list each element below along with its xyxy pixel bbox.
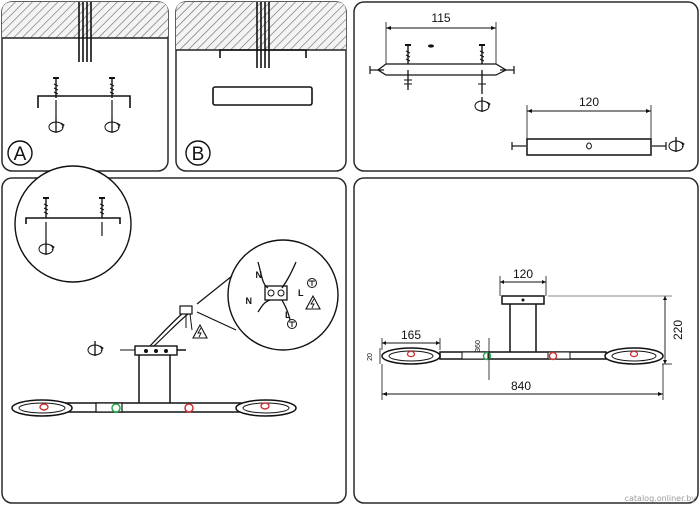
panel-b-badge: [185, 140, 211, 166]
wire-n-label: N: [246, 296, 253, 306]
watermark: catalog.onliner.by: [624, 494, 696, 503]
panel-a: A: [1, 1, 169, 172]
mounting-bracket: [25, 217, 121, 224]
panel-a-label: A: [14, 144, 27, 165]
panel-mount-border: [353, 1, 699, 172]
canopy: [212, 86, 313, 106]
light-ring-left: [11, 399, 73, 417]
mounting-bracket: [37, 95, 131, 108]
canopy: [526, 138, 652, 156]
side-screw-icon: [511, 142, 667, 150]
ground-icon: [287, 319, 297, 329]
dim-ring-gap: 360: [475, 340, 482, 352]
panel-b-label: B: [192, 144, 205, 165]
terminal-block: [179, 305, 193, 315]
panel-dimensions: 120 165 360 20 220: [353, 177, 699, 504]
wire-l-label: L: [285, 310, 291, 320]
panel-wiring: N L N L: [1, 165, 347, 504]
terminal-block: [264, 285, 288, 301]
panel-mount: 115 120: [353, 1, 699, 172]
dim-canopy-width: 120: [513, 267, 533, 281]
panel-a-badge: [7, 140, 33, 166]
ceiling-wires: [256, 2, 270, 68]
joint-marker: [482, 351, 492, 361]
ceiling-wires: [78, 2, 92, 62]
wire-l-label: L: [298, 288, 304, 298]
mounting-bracket: [376, 63, 508, 76]
panel-b: B: [175, 1, 347, 172]
ceiling-hatch: [2, 2, 168, 38]
panel-dimensions-border: [353, 177, 699, 504]
electric-warning-icon: [192, 323, 208, 339]
wire-n-label: N: [256, 270, 263, 280]
dim-ring-height: 20: [367, 353, 374, 361]
ground-icon: [307, 278, 317, 288]
dim-canopy-width: 120: [579, 95, 599, 109]
electric-warning-icon: [305, 294, 321, 310]
dim-ring-diameter: 165: [401, 328, 421, 342]
bracket-detail-inset: [14, 165, 132, 283]
lamp-bar: [65, 402, 242, 413]
joint-marker: [184, 403, 194, 413]
mounting-bracket: [219, 49, 307, 58]
joint-marker: [111, 403, 121, 413]
dim-bracket-width: 115: [431, 11, 450, 25]
dim-total-length: 840: [511, 379, 531, 393]
dim-total-height: 220: [671, 320, 685, 340]
joint-marker: [548, 351, 558, 361]
side-screw-icon: [369, 66, 515, 74]
